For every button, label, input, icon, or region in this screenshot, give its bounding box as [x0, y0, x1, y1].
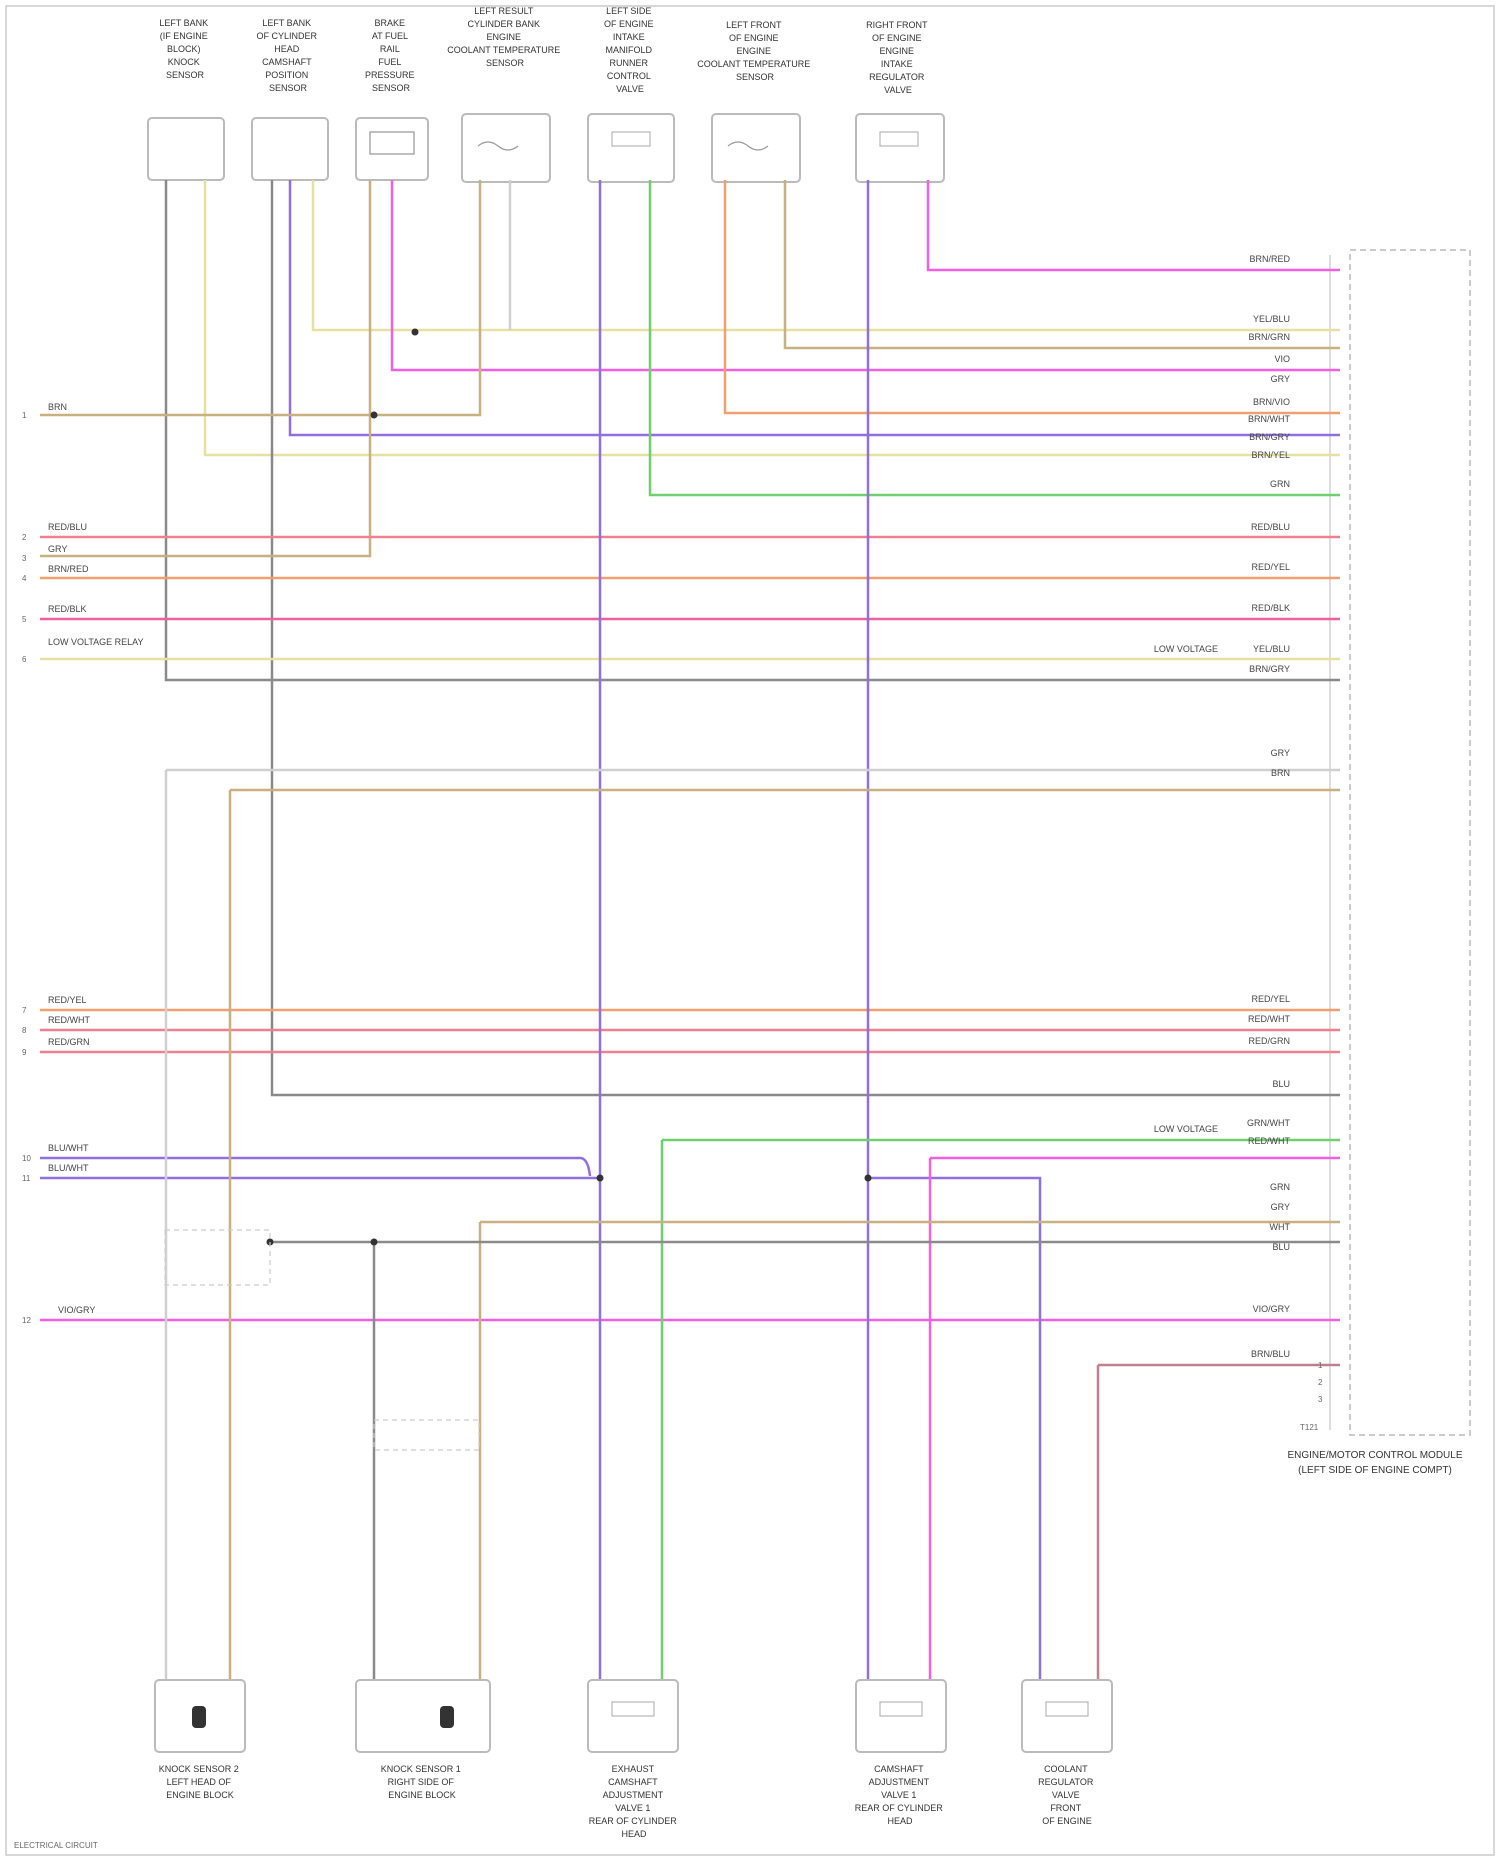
svg-text:RED/WHT: RED/WHT [1248, 1014, 1290, 1024]
svg-text:BRN/WHT: BRN/WHT [1248, 414, 1290, 424]
svg-text:BRN/YEL: BRN/YEL [1251, 450, 1290, 460]
svg-text:GRY: GRY [1271, 374, 1290, 384]
svg-text:BRN: BRN [1271, 768, 1290, 778]
top-component-label: LEFT BANK (IF ENGINE BLOCK) KNOCK SENSOR [159, 18, 210, 80]
svg-text:LOW VOLTAGE: LOW VOLTAGE [1154, 1124, 1218, 1134]
bottom-component-knock-sensor-2: KNOCK SENSOR 2 LEFT HEAD OF ENGINE BLOCK [155, 1680, 245, 1800]
svg-text:5: 5 [22, 615, 27, 624]
svg-text:BRN/GRY: BRN/GRY [1249, 664, 1290, 674]
svg-text:GRN: GRN [1270, 1182, 1290, 1192]
svg-text:2: 2 [1318, 1378, 1323, 1387]
svg-text:GRN: GRN [1270, 479, 1290, 489]
svg-text:YEL/BLU: YEL/BLU [1253, 644, 1290, 654]
svg-text:VIO/GRY: VIO/GRY [58, 1305, 95, 1315]
svg-text:11: 11 [22, 1174, 31, 1183]
svg-text:BRN/GRN: BRN/GRN [1248, 332, 1290, 342]
svg-text:3: 3 [1318, 1395, 1323, 1404]
svg-text:GRY: GRY [1271, 748, 1290, 758]
top-component-label: LEFT SIDE OF ENGINE INTAKE MANIFOLD RUNN… [604, 6, 656, 94]
svg-text:RED/BLU: RED/BLU [48, 522, 87, 532]
svg-text:3: 3 [22, 554, 27, 563]
svg-text:BLU/WHT: BLU/WHT [48, 1143, 89, 1153]
svg-text:RED/WHT: RED/WHT [1248, 1136, 1290, 1146]
svg-text:1: 1 [1318, 1361, 1323, 1370]
svg-text:BLU: BLU [1272, 1242, 1290, 1252]
svg-text:RED/YEL: RED/YEL [1251, 994, 1290, 1004]
svg-text:BRN/RED: BRN/RED [1249, 254, 1290, 264]
ecm-title: ENGINE/MOTOR CONTROL MODULE [1287, 1450, 1462, 1461]
svg-text:WHT: WHT [1270, 1222, 1291, 1232]
bottom-component-camshaft-adjustment-valve: CAMSHAFT ADJUSTMENT VALVE 1 REAR OF CYLI… [855, 1680, 946, 1826]
svg-text:BLU: BLU [1272, 1079, 1290, 1089]
svg-text:10: 10 [22, 1154, 31, 1163]
svg-text:RED/WHT: RED/WHT [48, 1015, 90, 1025]
svg-text:LOW VOLTAGE: LOW VOLTAGE [1154, 644, 1218, 654]
svg-text:6: 6 [22, 655, 27, 664]
svg-text:RED/BLK: RED/BLK [1251, 603, 1290, 613]
svg-text:BRN/BLU: BRN/BLU [1251, 1349, 1290, 1359]
svg-text:RED/GRN: RED/GRN [1248, 1036, 1290, 1046]
svg-text:BRN: BRN [48, 402, 67, 412]
svg-text:VIO: VIO [1274, 354, 1290, 364]
svg-text:VIO/GRY: VIO/GRY [1253, 1304, 1290, 1314]
svg-text:GRN/WHT: GRN/WHT [1247, 1118, 1290, 1128]
bottom-component-label: KNOCK SENSOR 2 LEFT HEAD OF ENGINE BLOCK [159, 1764, 242, 1800]
svg-text:1: 1 [22, 411, 27, 420]
svg-text:T121: T121 [1300, 1423, 1319, 1432]
svg-text:LOW VOLTAGE RELAY: LOW VOLTAGE RELAY [48, 637, 144, 647]
svg-text:7: 7 [22, 1006, 27, 1015]
footer-text: ELECTRICAL CIRCUIT [14, 1841, 98, 1850]
svg-text:BRN/VIO: BRN/VIO [1253, 397, 1290, 407]
svg-text:4: 4 [22, 574, 27, 583]
svg-text:GRY: GRY [48, 544, 67, 554]
svg-text:12: 12 [22, 1316, 31, 1325]
svg-text:RED/GRN: RED/GRN [48, 1037, 90, 1047]
svg-text:BRN/RED: BRN/RED [48, 564, 89, 574]
svg-text:BRN/GRY: BRN/GRY [1249, 432, 1290, 442]
svg-text:RED/YEL: RED/YEL [1251, 562, 1290, 572]
ecm-subtitle: (LEFT SIDE OF ENGINE COMPT) [1298, 1465, 1452, 1476]
svg-text:RED/YEL: RED/YEL [48, 995, 87, 1005]
svg-text:YEL/BLU: YEL/BLU [1253, 314, 1290, 324]
bottom-component-label: KNOCK SENSOR 1 RIGHT SIDE OF ENGINE BLOC… [381, 1764, 464, 1800]
svg-text:RED/BLK: RED/BLK [48, 604, 87, 614]
svg-text:2: 2 [22, 533, 27, 542]
svg-text:BLU/WHT: BLU/WHT [48, 1163, 89, 1173]
svg-text:8: 8 [22, 1026, 27, 1035]
svg-text:GRY: GRY [1271, 1202, 1290, 1212]
svg-text:RED/BLU: RED/BLU [1251, 522, 1290, 532]
svg-text:9: 9 [22, 1048, 27, 1057]
